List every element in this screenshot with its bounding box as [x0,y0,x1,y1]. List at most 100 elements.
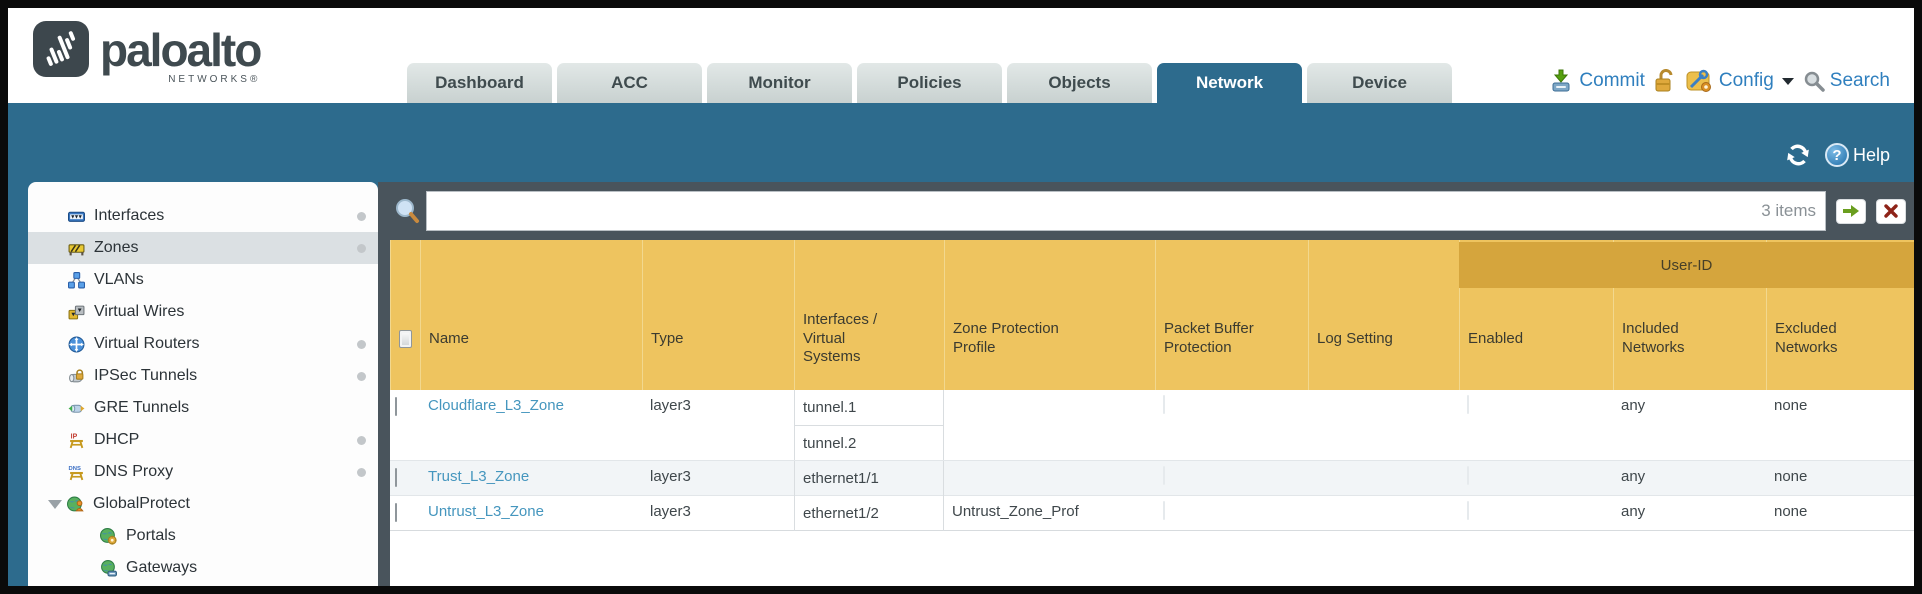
top-header: paloalto NETWORKS® Dashboard ACC Monitor… [8,8,1914,103]
zone-type: layer3 [650,397,691,414]
tab-acc[interactable]: ACC [557,63,702,103]
primary-nav-tabs: Dashboard ACC Monitor Policies Objects N… [407,63,1452,103]
packet-buffer-checkbox[interactable] [1163,466,1165,485]
sidebar-item-interfaces[interactable]: Interfaces [28,200,378,232]
tree-expander-icon[interactable] [48,499,62,509]
sidebar-item-portals[interactable]: Portals [28,520,378,552]
table-row: Cloudflare_L3_Zone layer3 tunnel.1 tunne… [390,390,1914,461]
network-nav-sidebar: Interfaces Zones [28,182,378,586]
packet-buffer-checkbox[interactable] [1163,395,1165,414]
log-setting [1308,390,1459,460]
tab-network[interactable]: Network [1157,63,1302,103]
sidebar-item-label: Interfaces [94,207,165,224]
brand-wordmark: paloalto [100,24,262,76]
gateways-icon [101,559,117,576]
sidebar-item-vlans[interactable]: VLANs [28,264,378,296]
row-checkbox[interactable] [395,397,397,416]
sidebar-splitter[interactable] [378,182,390,586]
column-header-included-networks[interactable]: Included Networks [1613,240,1766,390]
config-icon [1686,69,1711,92]
column-header-log-setting[interactable]: Log Setting [1308,240,1459,390]
zone-interfaces-cell: ethernet1/1 [794,461,944,496]
column-header-excluded-networks[interactable]: Excluded Networks [1766,240,1914,390]
user-id-enabled-checkbox[interactable] [1467,466,1469,485]
svg-text:DNS: DNS [69,465,81,471]
apply-filter-button[interactable] [1836,198,1866,224]
zone-type: layer3 [650,468,691,485]
help-label: Help [1852,144,1890,165]
select-all-checkbox[interactable] [399,330,412,348]
zone-protection-profile [944,390,1155,460]
zones-icon [68,243,85,255]
sidebar-item-gateways[interactable]: Gateways [28,552,378,584]
zone-interfaces-cell: ethernet1/2 [794,496,944,531]
tab-dashboard[interactable]: Dashboard [407,63,552,103]
log-setting [1308,496,1459,531]
column-header-name[interactable]: Name [420,240,642,390]
sidebar-item-dhcp[interactable]: IP DHCP [28,424,378,456]
log-setting [1308,461,1459,496]
sidebar-item-zones[interactable]: Zones [28,232,378,264]
sidebar-item-gre-tunnels[interactable]: GRE Tunnels [28,392,378,424]
chevron-down-icon [1781,77,1794,85]
tab-device[interactable]: Device [1307,63,1452,103]
help-icon: ? [1824,143,1849,167]
filter-input[interactable] [426,191,1826,231]
clear-filter-button[interactable] [1876,198,1906,224]
zones-table-header: User-ID Name Type Interfaces / Virtual S… [390,240,1914,390]
lock-icon[interactable] [1654,69,1676,93]
column-header-interfaces[interactable]: Interfaces / Virtual Systems [794,240,944,390]
sidebar-item-label: Virtual Routers [94,335,200,352]
sidebar-item-ipsec-tunnels[interactable]: IPSec Tunnels [28,360,378,392]
table-filter-bar: 3 items [390,182,1914,240]
column-header-type[interactable]: Type [642,240,794,390]
dns-proxy-icon: DNS [69,465,84,480]
search-icon [1804,71,1825,92]
sidebar-item-virtual-routers[interactable]: Virtual Routers [28,328,378,360]
user-id-enabled-checkbox[interactable] [1467,395,1469,414]
refresh-icon[interactable] [1785,142,1811,168]
table-row: Untrust_L3_Zone layer3 ethernet1/2 Untru… [390,496,1914,531]
zone-name-link[interactable]: Cloudflare_L3_Zone [428,397,564,414]
included-networks: any [1621,503,1646,520]
virtual-routers-icon [68,336,85,352]
tab-monitor[interactable]: Monitor [707,63,852,103]
tab-policies[interactable]: Policies [857,63,1002,103]
sidebar-item-label: DHCP [94,431,140,448]
included-networks: any [1621,397,1646,414]
zone-name-link[interactable]: Trust_L3_Zone [428,468,530,485]
sidebar-item-dns-proxy[interactable]: DNS DNS Proxy [28,456,378,488]
sidebar-item-label: GRE Tunnels [94,399,190,416]
paloalto-logo-icon [33,21,89,77]
sidebar-item-label: GlobalProtect [93,495,190,512]
sidebar-item-label: Zones [94,239,139,256]
sidebar-item-virtual-wires[interactable]: Virtual Wires [28,296,378,328]
sidebar-item-globalprotect[interactable]: GlobalProtect [28,488,378,520]
sidebar-item-label: Portals [126,527,176,544]
globalprotect-icon [67,496,84,511]
sidebar-item-label: VLANs [94,271,144,288]
teal-header-band: ? Help [8,103,1914,182]
row-checkbox[interactable] [395,503,397,522]
interface-entry: ethernet1/1 [803,470,879,487]
interfaces-icon [68,211,85,222]
commit-button[interactable]: Commit [1549,69,1645,93]
zones-main-panel: 3 items User-ID [390,182,1914,586]
zone-name-link[interactable]: Untrust_L3_Zone [428,503,544,520]
row-checkbox[interactable] [395,468,397,487]
help-button[interactable]: ? Help [1824,143,1890,167]
column-header-packet-buffer-protection[interactable]: Packet Buffer Protection [1155,240,1308,390]
filter-search-icon [396,199,419,223]
user-id-enabled-checkbox[interactable] [1467,501,1469,520]
column-header-enabled[interactable]: Enabled [1459,240,1613,390]
zone-protection-profile [944,461,1155,496]
config-menu-button[interactable]: Config [1685,68,1794,94]
column-header-zone-protection-profile[interactable]: Zone Protection Profile [944,240,1155,390]
portals-icon [100,527,117,545]
sidebar-dot [357,371,366,381]
packet-buffer-checkbox[interactable] [1163,501,1165,520]
sidebar-item-label: Gateways [126,559,198,576]
tab-objects[interactable]: Objects [1007,63,1152,103]
table-row: Trust_L3_Zone layer3 ethernet1/1 any non… [390,461,1914,496]
global-search-button[interactable]: Search [1803,70,1890,92]
